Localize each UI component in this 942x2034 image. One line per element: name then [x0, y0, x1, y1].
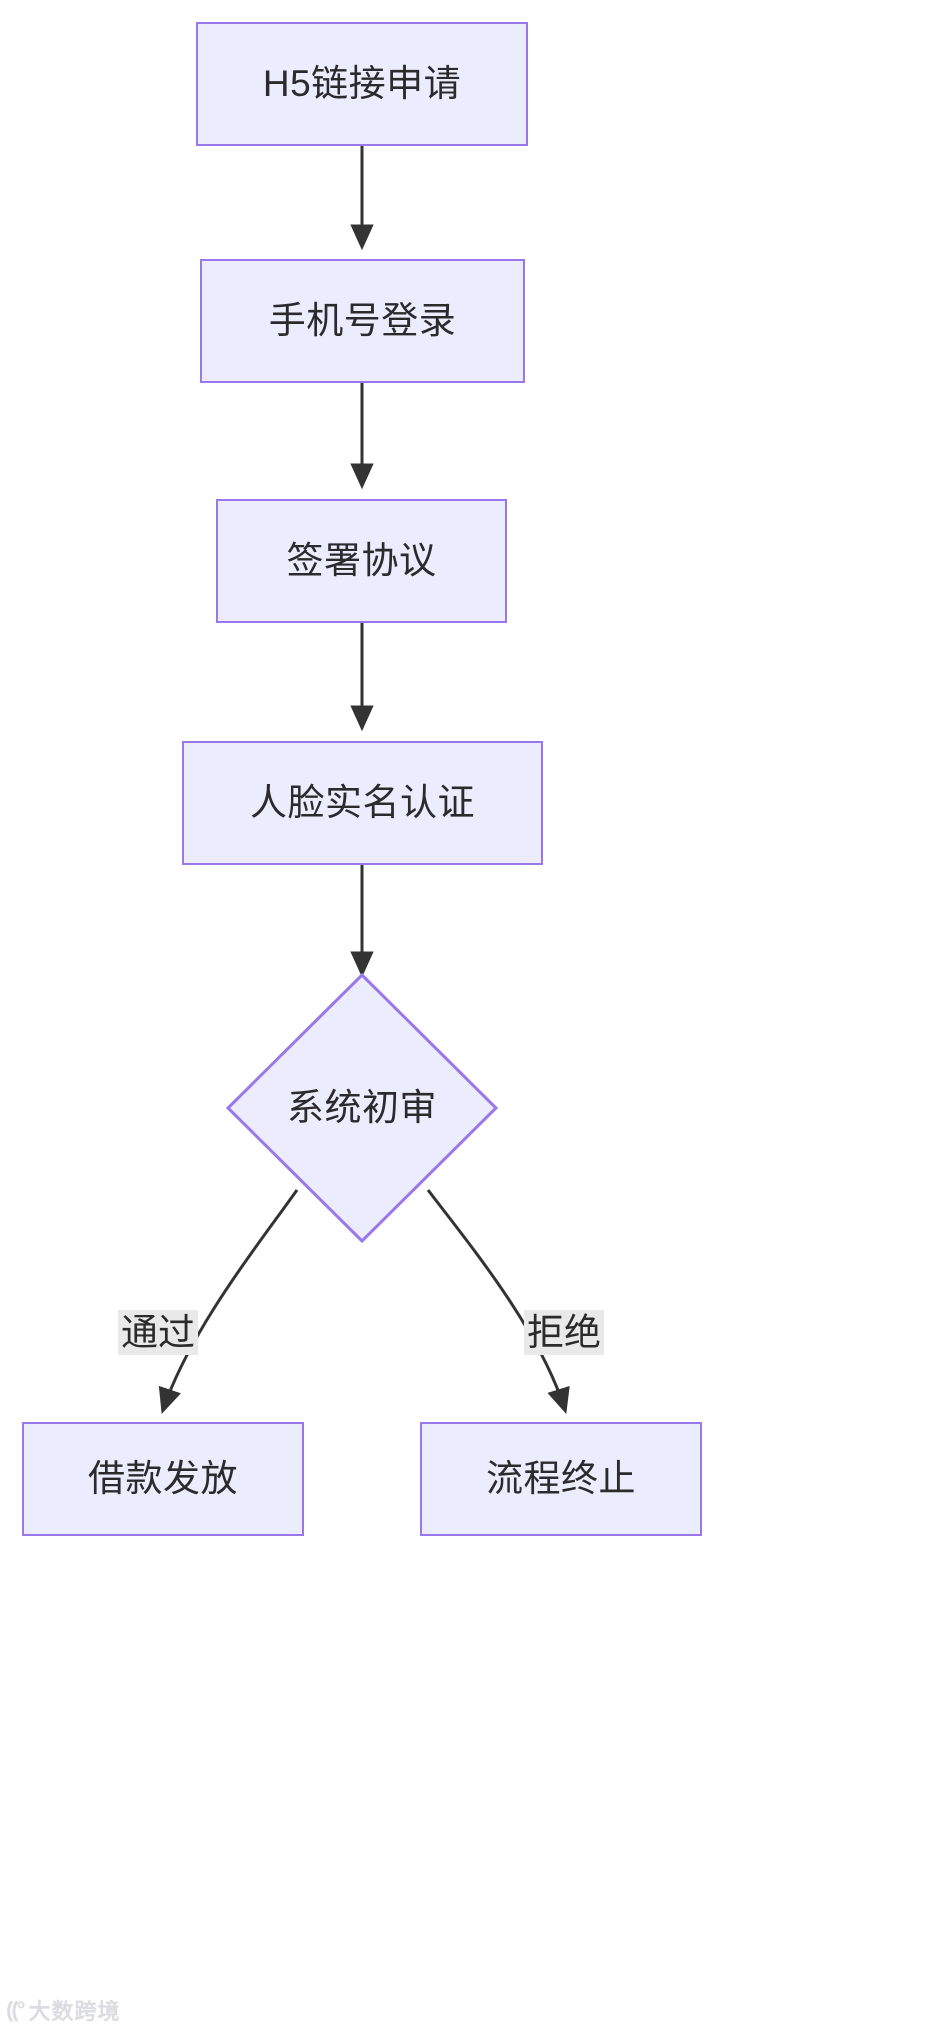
node-label: 签署协议 — [286, 539, 437, 581]
node-label: H5链接申请 — [262, 62, 462, 104]
node-label: 人脸实名认证 — [250, 781, 475, 823]
watermark-logo-icon: ((° — [6, 1997, 26, 2022]
edge-label-approve: 通过 — [118, 1310, 198, 1356]
node-h5-link-application[interactable]: H5链接申请 — [196, 22, 528, 146]
node-sign-agreement[interactable]: 签署协议 — [216, 499, 507, 623]
node-label: 借款发放 — [88, 1457, 238, 1499]
node-face-real-name-verification[interactable]: 人脸实名认证 — [182, 741, 543, 865]
edge-n5-n6 — [158, 1189, 299, 1414]
edge-n5-n7 — [426, 1189, 570, 1415]
edge-label-reject: 拒绝 — [524, 1310, 604, 1356]
node-system-initial-review[interactable]: 系统初审 — [226, 973, 498, 1243]
node-process-terminated[interactable]: 流程终止 — [420, 1422, 702, 1536]
watermark-text: 大数跨境 — [28, 1999, 121, 2024]
diamond-shape — [226, 973, 498, 1243]
node-phone-login[interactable]: 手机号登录 — [200, 259, 525, 383]
node-label: 手机号登录 — [268, 299, 457, 341]
node-label: 系统初审 — [287, 1086, 437, 1128]
watermark: ((° 大数跨境 — [6, 1994, 120, 2026]
node-loan-disbursement[interactable]: 借款发放 — [22, 1422, 304, 1536]
node-label: 流程终止 — [486, 1457, 636, 1499]
